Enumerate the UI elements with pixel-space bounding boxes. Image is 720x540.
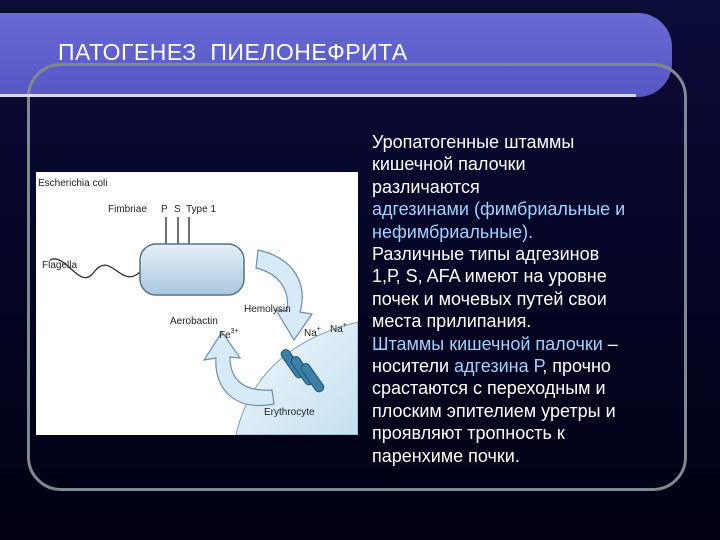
- label-fimbriae: Fimbriae: [108, 204, 147, 215]
- label-flagella: Flagella: [42, 260, 77, 271]
- text-line-highlight: Штаммы кишечной палочки: [372, 333, 603, 354]
- label-fe: Fe3+: [219, 328, 239, 341]
- erythrocyte-cell: [235, 321, 358, 435]
- bacterial-cell: [139, 243, 245, 296]
- text-line: паренхиме почки.: [372, 445, 520, 466]
- text-line: Различные типы адгезинов: [372, 244, 600, 265]
- title-underline: [0, 94, 636, 97]
- hemolysin-arrow: [255, 249, 314, 342]
- pore-channels: [280, 349, 325, 393]
- text-line: места прилипания.: [372, 311, 532, 332]
- title-bar: [0, 13, 672, 97]
- aerobactin-arrow: [202, 330, 275, 406]
- text-line-highlight: адгезинами (фимбриальные и: [372, 199, 626, 220]
- ecoli-diagram: Escherichia coli Fimbriae P S Type 1 Fla…: [36, 172, 358, 435]
- label-na-2: Na+: [330, 322, 347, 335]
- label-s: S: [174, 204, 181, 215]
- label-species: Escherichia coli: [38, 178, 107, 189]
- text-line: плоским эпителием уретры и: [372, 400, 616, 421]
- label-p: P: [161, 204, 168, 215]
- content-frame: [27, 63, 687, 491]
- ecoli-diagram-svg: Escherichia coli Fimbriae P S Type 1 Fla…: [38, 178, 358, 435]
- text-line: проявляют тропность к: [372, 423, 565, 444]
- label-hemolysin: Hemolysin: [244, 304, 291, 315]
- text-line: Уропатогенные штаммы: [372, 132, 575, 152]
- body-text: Уропатогенные штаммы кишечной палочки ра…: [372, 131, 712, 467]
- text-dash: –: [602, 333, 618, 354]
- label-erythrocyte: Erythrocyte: [264, 407, 315, 418]
- fimbriae-lines: [165, 217, 190, 244]
- text-line: 1,Р, S, AFA имеют на уровне: [372, 266, 607, 287]
- text-highlight-adhesin-p: адгезина Р: [454, 356, 543, 377]
- label-type1: Type 1: [186, 204, 216, 215]
- label-aerobactin: Aerobactin: [170, 316, 218, 327]
- text-line: различаются: [372, 176, 480, 197]
- text-line: кишечной палочки: [372, 154, 526, 175]
- text-line: срастаются с переходным и: [372, 378, 606, 399]
- text-line: почек и мочевых путей свои: [372, 288, 607, 309]
- flagella-line: [49, 258, 141, 279]
- text-fragment: носители: [372, 356, 455, 377]
- label-na-1: Na+: [304, 326, 321, 339]
- text-fragment: , прочно: [542, 356, 611, 377]
- slide-title: ПАТОГЕНЕЗ ПИЕЛОНЕФРИТА: [58, 39, 408, 65]
- text-line-highlight: нефимбриальные).: [372, 221, 534, 242]
